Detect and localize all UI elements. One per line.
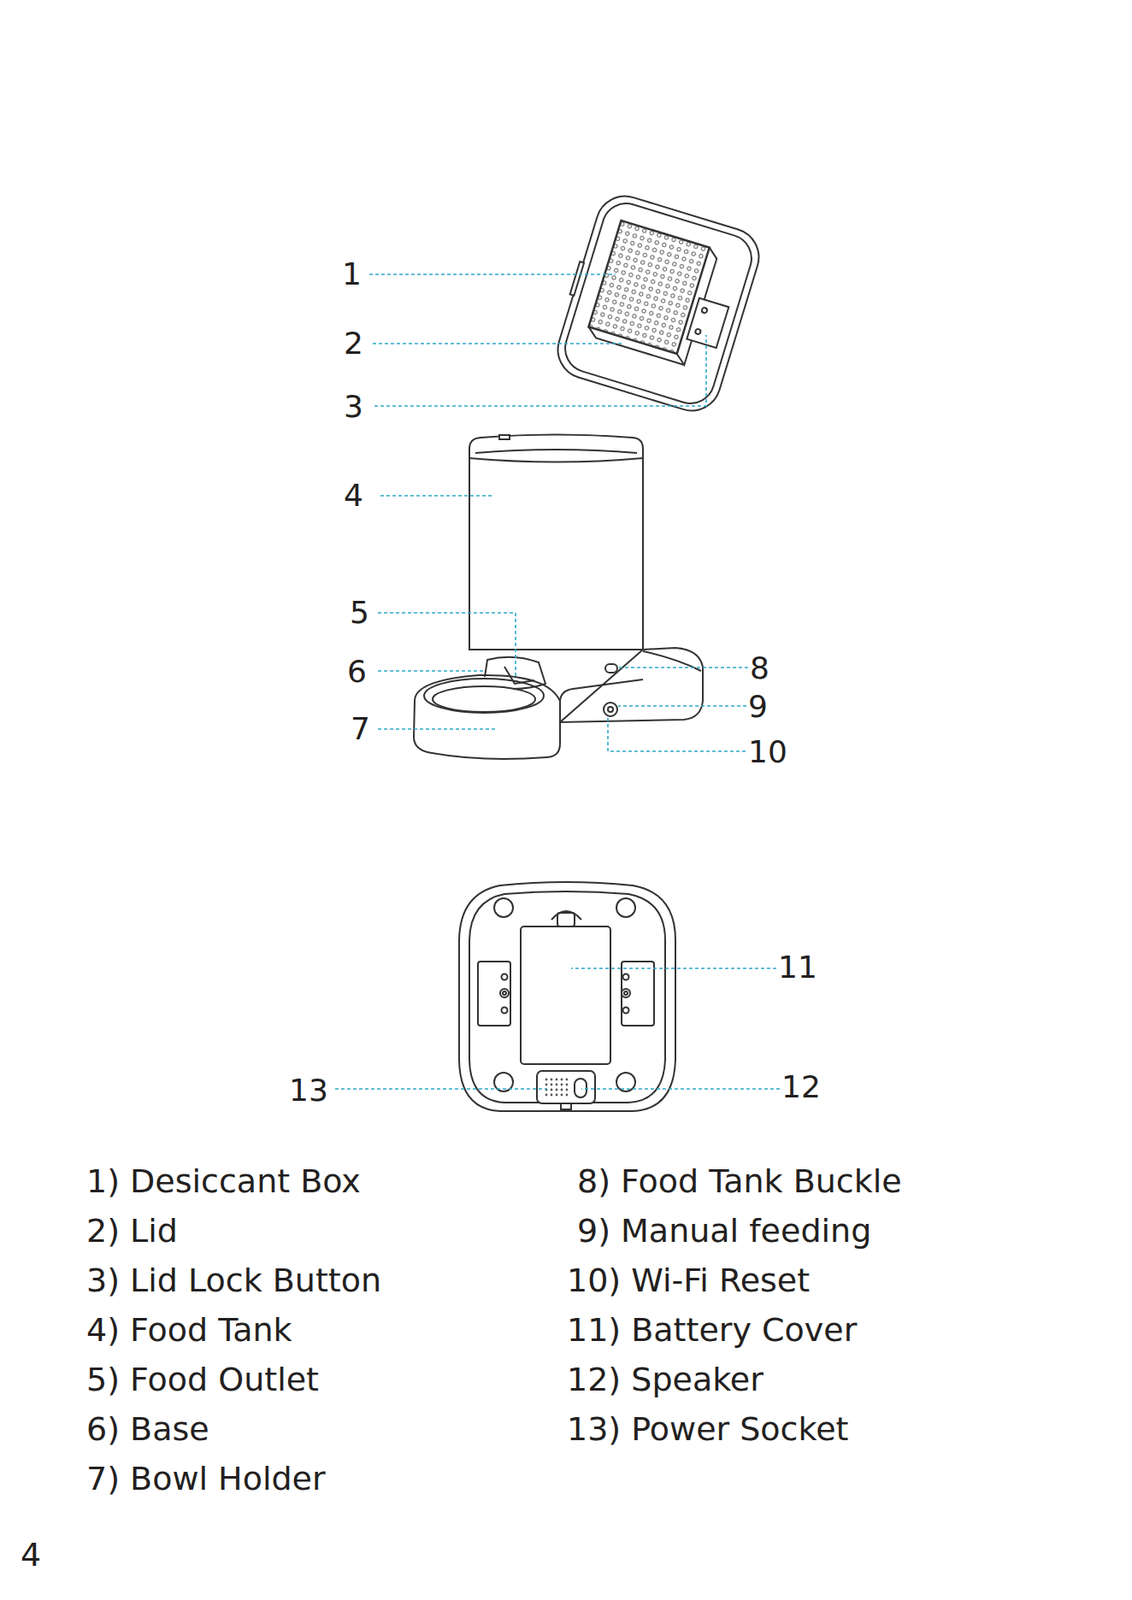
part-list-item: 4) Food Tank (86, 1311, 293, 1351)
bottom-view-drawing (459, 882, 676, 1112)
part-list-item: 6) Base (86, 1410, 210, 1451)
callout-number: 5 (349, 594, 370, 631)
callout-number: 8 (749, 649, 770, 687)
callout-number: 4 (343, 477, 364, 514)
lid-drawing (547, 188, 767, 419)
callout-number: 10 (748, 733, 788, 771)
page-number: 4 (20, 1536, 42, 1576)
callout-number: 1 (341, 255, 362, 293)
callout-number: 12 (781, 1068, 821, 1106)
callout-number: 7 (350, 710, 371, 748)
callout-number: 3 (343, 388, 364, 425)
part-list-item: 2) Lid (86, 1212, 178, 1252)
callout-number: 11 (778, 949, 818, 986)
callout-number: 2 (343, 324, 364, 362)
leader-lines (335, 274, 780, 1090)
part-list-item: 5) Food Outlet (86, 1361, 319, 1401)
callout-number: 9 (748, 688, 768, 726)
base-drawing (413, 648, 703, 760)
part-list-item: 7) Bowl Holder (86, 1460, 326, 1500)
part-list-item: 12) Speaker (566, 1361, 764, 1401)
callout-number: 13 (288, 1072, 329, 1109)
part-list-item: 11) Battery Cover (566, 1311, 857, 1351)
part-list-item: 9) Manual feeding (577, 1212, 872, 1252)
part-list-item: 3) Lid Lock Button (86, 1261, 382, 1302)
part-list-item: 13) Power Socket (566, 1410, 849, 1451)
part-list-item: 10) Wi-Fi Reset (566, 1261, 810, 1302)
part-list-item: 8) Food Tank Buckle (577, 1162, 903, 1203)
callout-number: 6 (347, 653, 367, 690)
food-tank-drawing (469, 435, 643, 651)
part-list-item: 1) Desiccant Box (86, 1162, 361, 1203)
